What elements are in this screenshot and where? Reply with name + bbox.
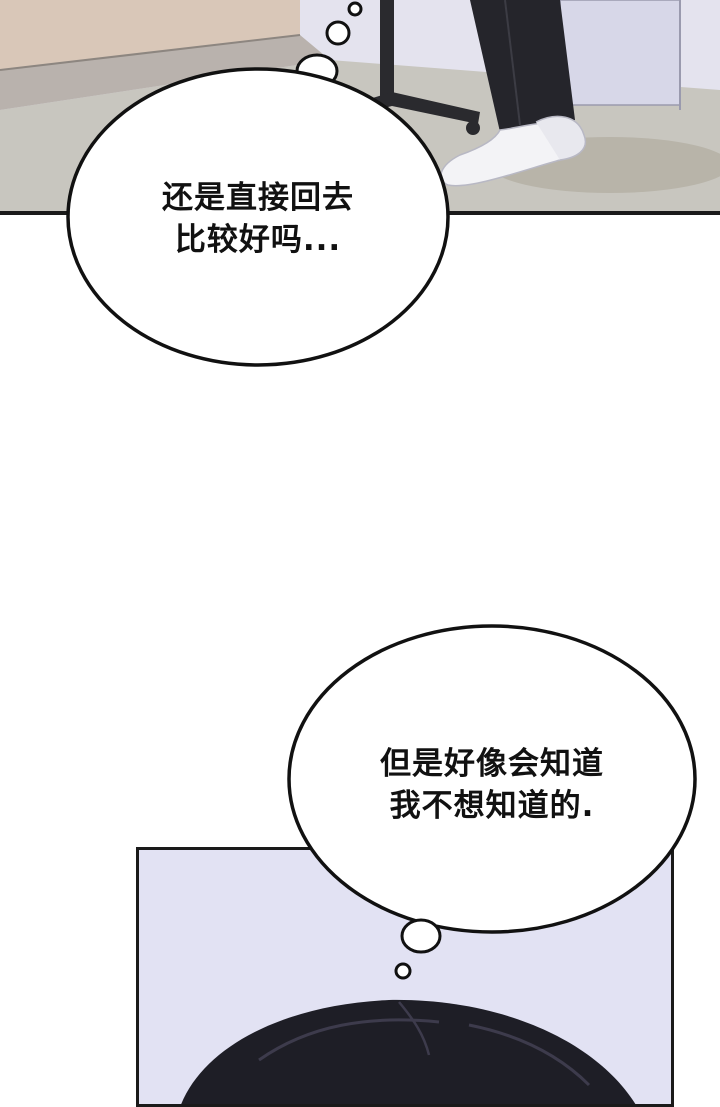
thought-text-2-line-1: 但是好像会知道	[380, 746, 604, 782]
bottom-panel-scene	[136, 847, 674, 1107]
thought-text-1-line-2: 比较好吗...	[174, 222, 342, 258]
thought-text-2: 但是好像会知道 我不想知道的.	[322, 743, 662, 827]
thought-text-1-line-1: 还是直接回去	[162, 180, 354, 216]
thought-text-2-line-2: 我不想知道的.	[389, 788, 595, 824]
character-hair-illustration	[139, 850, 671, 1104]
thought-text-1: 还是直接回去 比较好吗...	[108, 177, 408, 261]
